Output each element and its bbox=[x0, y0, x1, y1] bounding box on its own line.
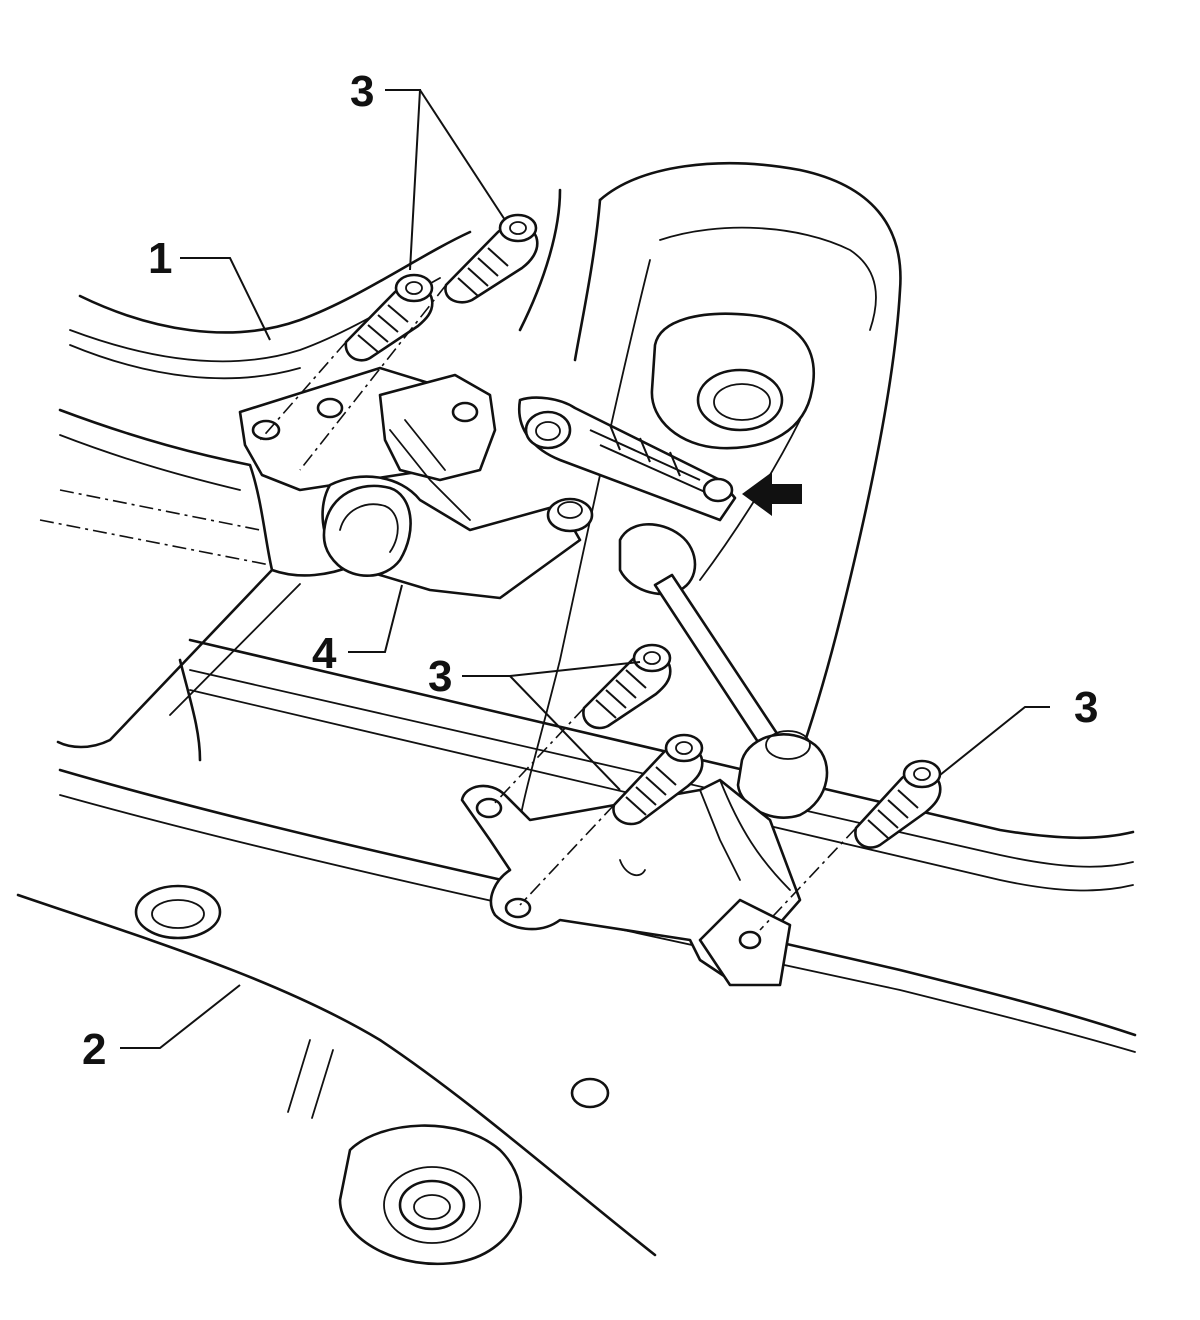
part-1-control-arm bbox=[39, 230, 472, 749]
bolt-3-upper-left bbox=[344, 273, 434, 362]
callout-2: 2 bbox=[82, 1025, 106, 1074]
callout-3-right: 3 bbox=[1074, 683, 1098, 732]
bolt-3-right bbox=[854, 759, 942, 849]
bolt-3-middle-upper bbox=[582, 643, 672, 730]
bolt-centerlines bbox=[259, 284, 857, 931]
lower-bracket bbox=[460, 778, 802, 987]
callout-1: 1 bbox=[148, 234, 172, 283]
callout-3-middle: 3 bbox=[428, 652, 452, 701]
bolt-3-middle-lower bbox=[612, 733, 704, 826]
callout-4: 4 bbox=[312, 629, 337, 678]
callout-3-top: 3 bbox=[350, 67, 374, 116]
leader-lines bbox=[120, 89, 1050, 1049]
arrow-left-icon bbox=[742, 472, 802, 516]
part-4-level-sensor bbox=[238, 366, 737, 600]
axle-carrier bbox=[518, 162, 902, 821]
link-rod bbox=[618, 523, 829, 819]
part-2-subframe bbox=[16, 638, 1137, 1266]
bolt-3-upper-right bbox=[444, 213, 539, 304]
